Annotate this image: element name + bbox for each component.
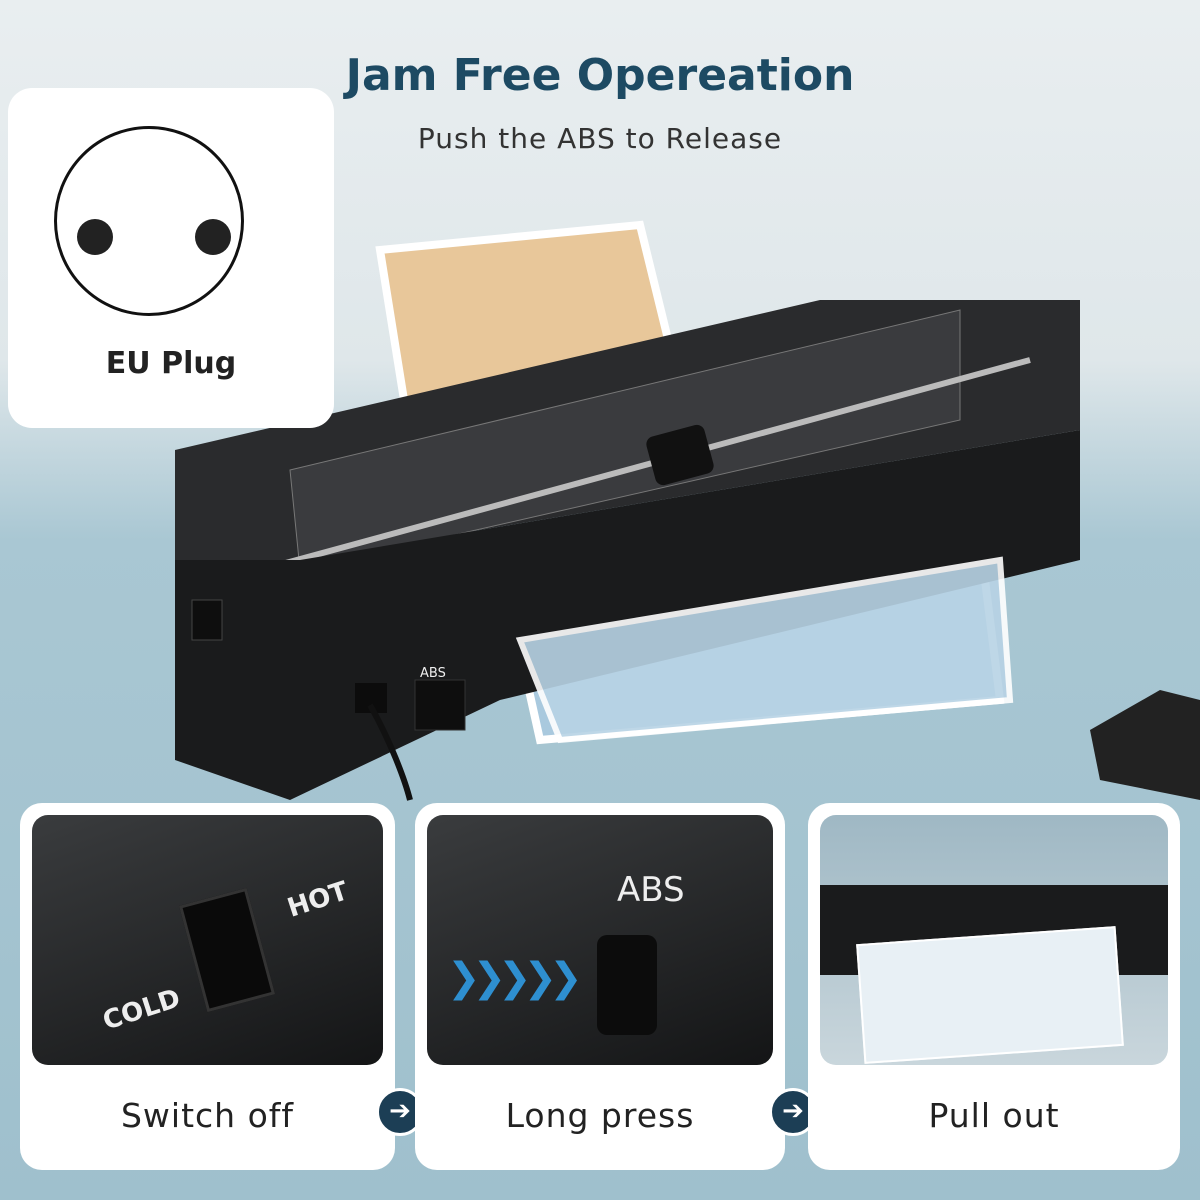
laminator-body — [175, 430, 1080, 800]
switch-photo: COLD HOT — [32, 815, 383, 1065]
corner-punch — [1090, 690, 1200, 800]
socket-pin — [77, 219, 113, 255]
rocker-switch — [178, 887, 276, 1013]
step-label: Long press — [505, 1096, 695, 1135]
page-title: Jam Free Opereation — [345, 50, 855, 101]
cutting-grid — [289, 309, 961, 571]
step-label: Switch off — [120, 1096, 295, 1135]
abs-label: ABS — [617, 870, 685, 910]
laminated-sheet — [856, 926, 1124, 1064]
cutter-rail — [259, 357, 1031, 573]
hot-label: HOT — [283, 876, 352, 924]
abs-label: ABS — [420, 666, 446, 681]
cold-label: COLD — [99, 983, 185, 1037]
photo-exit — [515, 556, 1014, 744]
cutter-slider — [646, 424, 714, 486]
abs-button — [414, 679, 466, 731]
pull-out-photo — [820, 815, 1168, 1065]
power-cord — [367, 703, 413, 801]
plug-label: EU Plug — [105, 346, 237, 381]
abs-button — [597, 935, 657, 1035]
step-switch-off: COLD HOT Switch off — [20, 803, 395, 1170]
step-label: Pull out — [928, 1096, 1060, 1135]
eu-plug-card: EU Plug — [8, 88, 334, 428]
power-switch — [191, 599, 223, 641]
chevron-right-icon: ❯❯❯❯❯ — [447, 955, 583, 1001]
step-pull-out: Pull out — [808, 803, 1180, 1170]
plug-socket-icon — [54, 126, 244, 316]
page-subtitle: Push the ABS to Release — [417, 122, 783, 155]
socket-pin — [195, 219, 231, 255]
step-long-press: ABS ❯❯❯❯❯ Long press — [415, 803, 785, 1170]
abs-photo: ABS ❯❯❯❯❯ — [427, 815, 773, 1065]
